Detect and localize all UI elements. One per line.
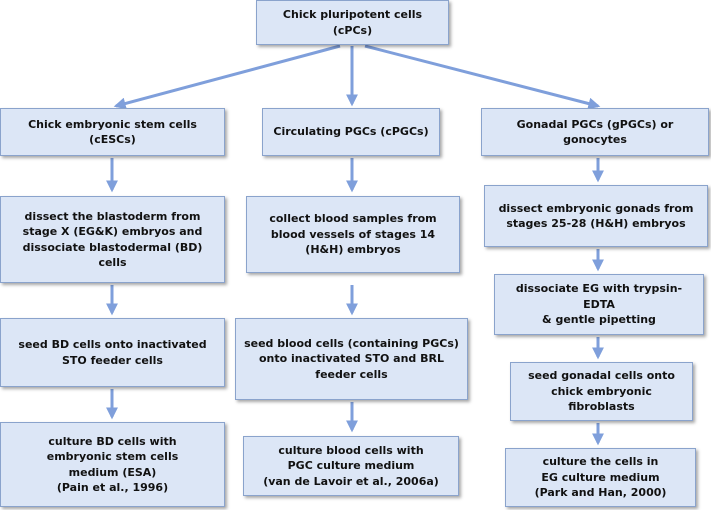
gpgcs-title: Gonadal PGCs (gPGCs) or gonocytes bbox=[516, 117, 674, 146]
root-label: Chick pluripotent cells (cPCs) bbox=[282, 8, 423, 37]
cpgcs-title: Circulating PGCs (cPGCs) bbox=[273, 125, 429, 139]
cescs-step-1: dissect the blastoderm from stage X (EG&… bbox=[0, 196, 225, 283]
root-node: Chick pluripotent cells (cPCs) bbox=[256, 0, 449, 45]
cescs-step-3: culture BD cells with embryonic stem cel… bbox=[0, 422, 225, 507]
cpgcs-step-1: collect blood samples from blood vessels… bbox=[246, 196, 460, 273]
cpgcs-title-node: Circulating PGCs (cPGCs) bbox=[262, 108, 440, 156]
cescs-step-2: seed BD cells onto inactivated STO feede… bbox=[0, 318, 225, 387]
gpgcs-step-2: dissociate EG with trypsin-EDTA & gentle… bbox=[494, 274, 704, 335]
cescs-title: Chick embryonic stem cells (cESCs) bbox=[28, 117, 197, 146]
cescs-title-node: Chick embryonic stem cells (cESCs) bbox=[0, 108, 225, 156]
cpgcs-step-3: culture blood cells with PGC culture med… bbox=[243, 436, 459, 496]
arrow-root-to-gpgcs bbox=[364, 44, 601, 110]
gpgcs-title-node: Gonadal PGCs (gPGCs) or gonocytes bbox=[481, 108, 709, 156]
gpgcs-step-4: culture the cells in EG culture medium (… bbox=[505, 448, 696, 507]
arrow-root-to-cescs bbox=[113, 44, 341, 110]
cpgcs-step-2: seed blood cells (containing PGCs) onto … bbox=[235, 318, 468, 400]
gpgcs-step-3: seed gonadal cells onto chick embryonic … bbox=[510, 362, 693, 421]
gpgcs-step-1: dissect embryonic gonads from stages 25-… bbox=[484, 185, 708, 247]
